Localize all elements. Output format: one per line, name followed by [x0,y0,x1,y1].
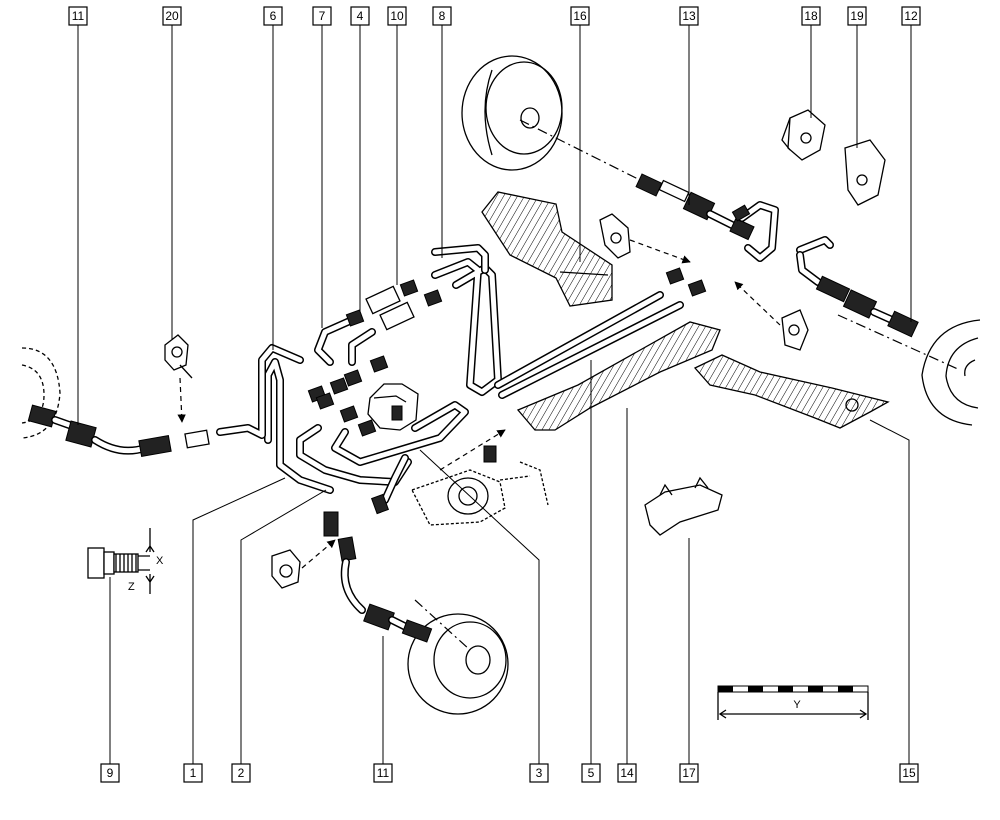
svg-text:7: 7 [319,9,326,23]
brake-pipe-3 [331,401,469,466]
detail-z-label: Z [128,581,135,593]
callout-7: 7 [312,6,332,26]
callout-13: 13 [679,6,699,26]
scale-bar: Y [717,685,869,720]
brake-pipe-6 [216,344,304,439]
brake-compensator [367,383,419,431]
svg-text:11: 11 [377,766,390,780]
svg-text:12: 12 [904,9,918,23]
flexible-hose-11-left [27,404,210,458]
callout-11-top: 11 [68,6,88,26]
svg-text:18: 18 [804,9,818,23]
clip-right [781,309,809,351]
flexible-hose-12 [796,236,919,338]
svg-text:6: 6 [270,9,277,23]
brake-pipe-7 [314,316,356,366]
svg-text:3: 3 [536,766,543,780]
svg-text:20: 20 [165,9,179,23]
clip-18 [781,109,826,161]
callout-16: 16 [570,6,590,26]
rear-axle-centerline [519,119,651,186]
svg-text:1: 1 [190,766,197,780]
brake-pipe-1 [264,358,334,494]
svg-text:11: 11 [72,9,85,23]
callout-3: 3 [529,763,549,783]
callout-11-bottom: 11 [373,763,393,783]
brake-pipe-3b [381,454,409,504]
svg-text:10: 10 [390,9,404,23]
svg-text:13: 13 [682,9,696,23]
clip-17 [644,476,723,536]
front-right-wheel [921,319,981,426]
svg-text:15: 15 [902,766,916,780]
callout-2: 2 [231,763,251,783]
callout-15: 15 [899,763,919,783]
detail-x-label: X [156,555,164,567]
flexible-hose-13 [635,173,755,241]
union-fittings [307,267,707,437]
callout-10: 10 [387,6,407,26]
callout-14: 14 [617,763,637,783]
hose-13-pipe-loop [731,201,779,262]
leader-lines [77,25,912,764]
svg-text:14: 14 [620,766,634,780]
clip-bottom [271,549,301,589]
master-cylinder [370,445,549,526]
svg-text:4: 4 [357,9,364,23]
protector-14 [516,321,721,431]
svg-text:2: 2 [238,766,245,780]
brake-pipe-rear-left [431,244,489,274]
front-left-centerline [414,599,471,651]
scale-y-label: Y [793,699,801,711]
clip-20 [164,334,193,379]
callout-1: 1 [183,763,203,783]
brake-pipe-5 [494,291,684,399]
brake-pipe-4 [348,328,376,366]
flexible-hose-11-bottom [323,511,433,643]
protector-16 [481,191,613,307]
svg-text:9: 9 [107,766,114,780]
assembly-arrows [177,239,781,569]
clip-19 [844,139,886,206]
callout-5: 5 [581,763,601,783]
svg-text:16: 16 [573,9,587,23]
callout-8: 8 [432,6,452,26]
union-sleeves [365,285,415,331]
rear-right-wheel [461,55,563,171]
callout-20: 20 [162,6,182,26]
callout-9: 9 [100,763,120,783]
callout-17: 17 [679,763,699,783]
detail-union-9: X Z [87,528,164,594]
brake-pipe-8 [431,258,502,396]
svg-text:19: 19 [850,9,864,23]
protector-15 [693,354,890,429]
front-right-centerline [837,314,961,371]
clip-16 [599,213,631,259]
callout-6: 6 [263,6,283,26]
svg-text:17: 17 [682,766,696,780]
svg-text:5: 5 [588,766,595,780]
callout-18: 18 [801,6,821,26]
callout-4: 4 [350,6,370,26]
front-left-wheel [407,613,509,715]
svg-text:8: 8 [439,9,446,23]
callout-12: 12 [901,6,921,26]
callout-19: 19 [847,6,867,26]
